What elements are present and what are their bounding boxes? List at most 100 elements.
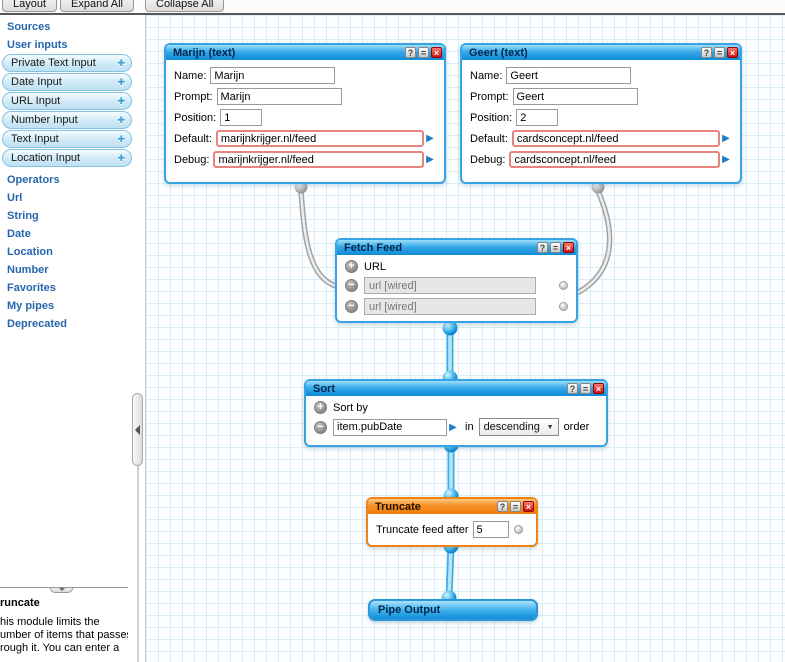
help-icon[interactable]: ? [537, 242, 548, 253]
pipe-truncate-to-output[interactable] [445, 545, 455, 600]
add-url-icon[interactable]: + [345, 260, 358, 273]
sidebar-item-date[interactable]: Date [7, 228, 31, 240]
sidebar-item-location[interactable]: Location [7, 246, 53, 258]
expand-arrow-icon[interactable]: ▶ [449, 421, 457, 433]
sidebar-module-date-input[interactable]: Date Input ✚ [2, 73, 132, 91]
collapse-icon[interactable]: = [550, 242, 561, 253]
prompt-input[interactable] [512, 88, 638, 105]
expand-arrow-icon[interactable]: ▶ [426, 133, 434, 144]
wired-url-input: url [wired] [364, 298, 536, 315]
position-input[interactable] [220, 109, 263, 126]
close-icon[interactable]: × [727, 47, 738, 58]
truncate-count-input[interactable] [472, 521, 509, 538]
prompt-input[interactable] [216, 88, 342, 105]
toolbar-divider [0, 13, 785, 15]
expand-arrow-icon[interactable]: ▶ [426, 154, 434, 165]
module-title: Fetch Feed [344, 241, 403, 254]
collapse-icon[interactable]: = [510, 501, 521, 512]
sidebar-module-text-input[interactable]: Text Input ✚ [2, 130, 132, 148]
debug-input[interactable] [213, 151, 424, 168]
module-geert[interactable]: Geert (text) ? = × Name: Prompt: Positio… [460, 43, 742, 184]
add-module-icon[interactable]: ✚ [117, 133, 125, 144]
add-module-icon[interactable]: ✚ [117, 57, 125, 68]
description-line: rough it. You can enter a [0, 642, 120, 654]
module-fetch-feed-titlebar[interactable]: Fetch Feed ? = × [337, 240, 576, 255]
position-input[interactable] [516, 109, 559, 126]
add-module-icon[interactable]: ✚ [117, 152, 125, 163]
sidebar-item-deprecated[interactable]: Deprecated [7, 318, 67, 330]
sidebar-item-url[interactable]: Url [7, 192, 23, 204]
name-label: Name: [470, 69, 503, 82]
remove-url-icon[interactable]: − [345, 279, 358, 292]
close-icon[interactable]: × [523, 501, 534, 512]
collapse-icon[interactable]: = [580, 383, 591, 394]
fetchfeed-output-terminal[interactable] [442, 320, 458, 336]
pipe-output-title: Pipe Output [378, 604, 441, 616]
sidebar-item-favorites[interactable]: Favorites [7, 282, 56, 294]
close-icon[interactable]: × [593, 383, 604, 394]
sidebar-module-location-input[interactable]: Location Input ✚ [2, 149, 132, 167]
sidebar-collapse-handle[interactable] [132, 393, 143, 466]
module-sort-titlebar[interactable]: Sort ? = × [306, 381, 606, 396]
expand-arrow-icon[interactable]: ▶ [722, 154, 730, 165]
sidebar-item-sources[interactable]: Sources [7, 21, 51, 33]
collapse-icon[interactable]: = [418, 47, 429, 58]
module-geert-titlebar[interactable]: Geert (text) ? = × [462, 45, 740, 60]
sort-direction-select[interactable]: descending ▼ [478, 418, 559, 436]
prompt-label: Prompt: [470, 90, 509, 103]
pipe-canvas[interactable]: Marijn (text) ? = × Name: Prompt: Positi… [145, 15, 785, 662]
help-icon[interactable]: ? [701, 47, 712, 58]
count-wire-terminal[interactable] [513, 525, 523, 534]
debug-label: Debug: [470, 153, 506, 166]
position-label: Position: [174, 111, 217, 124]
default-input[interactable] [215, 130, 424, 147]
module-pipe-output[interactable]: Pipe Output [368, 599, 538, 621]
add-module-icon[interactable]: ✚ [117, 95, 125, 106]
help-icon[interactable]: ? [405, 47, 416, 58]
close-icon[interactable]: × [431, 47, 442, 58]
pill-label: URL Input [11, 95, 61, 107]
description-title: runcate [0, 597, 40, 609]
layout-button[interactable]: Layout [2, 0, 58, 12]
close-icon[interactable]: × [563, 242, 574, 253]
expand-all-button[interactable]: Expand All [60, 0, 134, 12]
sidebar-item-number[interactable]: Number [7, 264, 49, 276]
wire-marijn-to-fetchfeed[interactable] [298, 188, 339, 289]
remove-sort-rule-icon[interactable]: − [314, 420, 327, 434]
remove-url-icon[interactable]: − [345, 300, 358, 313]
module-marijn-titlebar[interactable]: Marijn (text) ? = × [166, 45, 444, 60]
add-module-icon[interactable]: ✚ [117, 76, 125, 87]
collapse-description-button[interactable] [50, 588, 73, 593]
sort-field-input[interactable] [333, 418, 447, 436]
pill-label: Date Input [11, 76, 62, 88]
module-sort[interactable]: Sort ? = × + Sort by − ▶ in descending [304, 379, 608, 447]
collapse-icon[interactable]: = [714, 47, 725, 58]
pill-label: Number Input [11, 114, 78, 126]
help-icon[interactable]: ? [497, 501, 508, 512]
url-wire-terminal[interactable] [559, 281, 568, 290]
help-icon[interactable]: ? [567, 383, 578, 394]
module-truncate[interactable]: Truncate ? = × Truncate feed after [366, 497, 538, 547]
debug-input[interactable] [509, 151, 720, 168]
module-truncate-titlebar[interactable]: Truncate ? = × [368, 499, 536, 514]
name-input[interactable] [210, 67, 336, 84]
url-wire-terminal[interactable] [559, 302, 568, 311]
sidebar-module-url-input[interactable]: URL Input ✚ [2, 92, 132, 110]
prompt-label: Prompt: [174, 90, 213, 103]
default-input[interactable] [511, 130, 720, 147]
add-sort-rule-icon[interactable]: + [314, 401, 327, 414]
name-input[interactable] [506, 67, 632, 84]
add-module-icon[interactable]: ✚ [117, 114, 125, 125]
module-marijn[interactable]: Marijn (text) ? = × Name: Prompt: Positi… [164, 43, 446, 184]
sidebar-module-number-input[interactable]: Number Input ✚ [2, 111, 132, 129]
module-fetch-feed[interactable]: Fetch Feed ? = × + URL − url [wired] − u… [335, 238, 578, 323]
dropdown-arrow-icon: ▼ [546, 423, 554, 431]
sidebar-item-string[interactable]: String [7, 210, 39, 222]
wire-geert-to-fetchfeed[interactable] [576, 188, 613, 295]
sidebar-module-private-text-input[interactable]: Private Text Input ✚ [2, 54, 132, 72]
sidebar-item-my-pipes[interactable]: My pipes [7, 300, 55, 312]
sidebar-item-user-inputs[interactable]: User inputs [7, 39, 68, 51]
expand-arrow-icon[interactable]: ▶ [722, 133, 730, 144]
collapse-all-button[interactable]: Collapse All [145, 0, 225, 12]
sidebar-item-operators[interactable]: Operators [7, 174, 60, 186]
